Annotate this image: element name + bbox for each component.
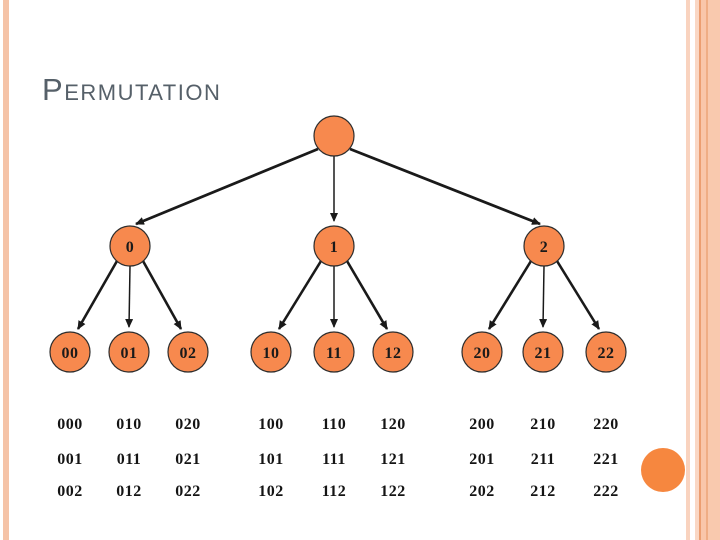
- node-02: [167, 331, 209, 373]
- grid-cell: 002: [57, 483, 83, 500]
- node-20-label: 20: [474, 345, 491, 362]
- tree-leaf-nodes: 00 01 02 10 11 12 20 21 22: [49, 331, 627, 373]
- accent-circle-decoration: [641, 448, 685, 492]
- node-0-label: 0: [126, 239, 135, 256]
- root-edges: [135, 147, 541, 226]
- grid-cell: 212: [530, 483, 556, 500]
- slide-title: PERMUTATION: [42, 74, 221, 108]
- node-12-label: 12: [385, 345, 402, 362]
- grid-cell: 011: [116, 451, 142, 468]
- grid-cell: 022: [175, 483, 201, 500]
- grid-cell: 100: [258, 416, 284, 433]
- grid-cell: 200: [469, 416, 495, 433]
- node-21-label: 21: [535, 345, 552, 362]
- grid-cell: 222: [593, 483, 619, 500]
- node-11-label: 11: [326, 345, 342, 362]
- node-21: [522, 331, 564, 373]
- branch-edges: [76, 260, 601, 330]
- right-stripes-decoration: [686, 0, 720, 540]
- node-2: [523, 225, 565, 267]
- node-22: [585, 331, 627, 373]
- grid-cell: 000: [57, 416, 83, 433]
- grid-cell: 010: [116, 416, 142, 433]
- grid-cell: 021: [175, 451, 201, 468]
- node-10-label: 10: [263, 345, 280, 362]
- grid-cell: 210: [530, 416, 556, 433]
- grid-cell: 202: [469, 483, 495, 500]
- node-2-label: 2: [540, 239, 549, 256]
- grid-cell: 121: [380, 451, 406, 468]
- grid-cell: 110: [321, 416, 347, 433]
- tree-level1-nodes: 0 1 2: [109, 225, 565, 267]
- node-00-label: 00: [62, 345, 79, 362]
- grid-cell: 112: [321, 483, 347, 500]
- tree-root-node: [313, 115, 355, 157]
- grid-cell: 220: [593, 416, 619, 433]
- grid-cell: 122: [380, 483, 406, 500]
- node-11: [313, 331, 355, 373]
- node-00: [49, 331, 91, 373]
- grid-cell: 120: [380, 416, 406, 433]
- grid-cell: 020: [175, 416, 201, 433]
- node-20: [461, 331, 503, 373]
- grid-cell: 101: [258, 451, 284, 468]
- grid-cell: 211: [530, 451, 556, 468]
- node-10: [250, 331, 292, 373]
- node-01-label: 01: [121, 345, 138, 362]
- node-0: [109, 225, 151, 267]
- node-22-label: 22: [598, 345, 615, 362]
- grid-cell: 221: [593, 451, 619, 468]
- node-01: [108, 331, 150, 373]
- slide-title-rest: ERMUTATION: [64, 80, 222, 105]
- grid-cell: 012: [116, 483, 142, 500]
- grid-cell: 102: [258, 483, 284, 500]
- node-02-label: 02: [180, 345, 197, 362]
- grid-cell: 001: [57, 451, 83, 468]
- node-1: [313, 225, 355, 267]
- left-stripe-decoration: [3, 0, 9, 540]
- node-1-label: 1: [330, 239, 339, 256]
- node-12: [372, 331, 414, 373]
- grid-cell: 111: [322, 451, 346, 468]
- slide-title-initial: P: [42, 72, 65, 107]
- grid-cell: 201: [469, 451, 495, 468]
